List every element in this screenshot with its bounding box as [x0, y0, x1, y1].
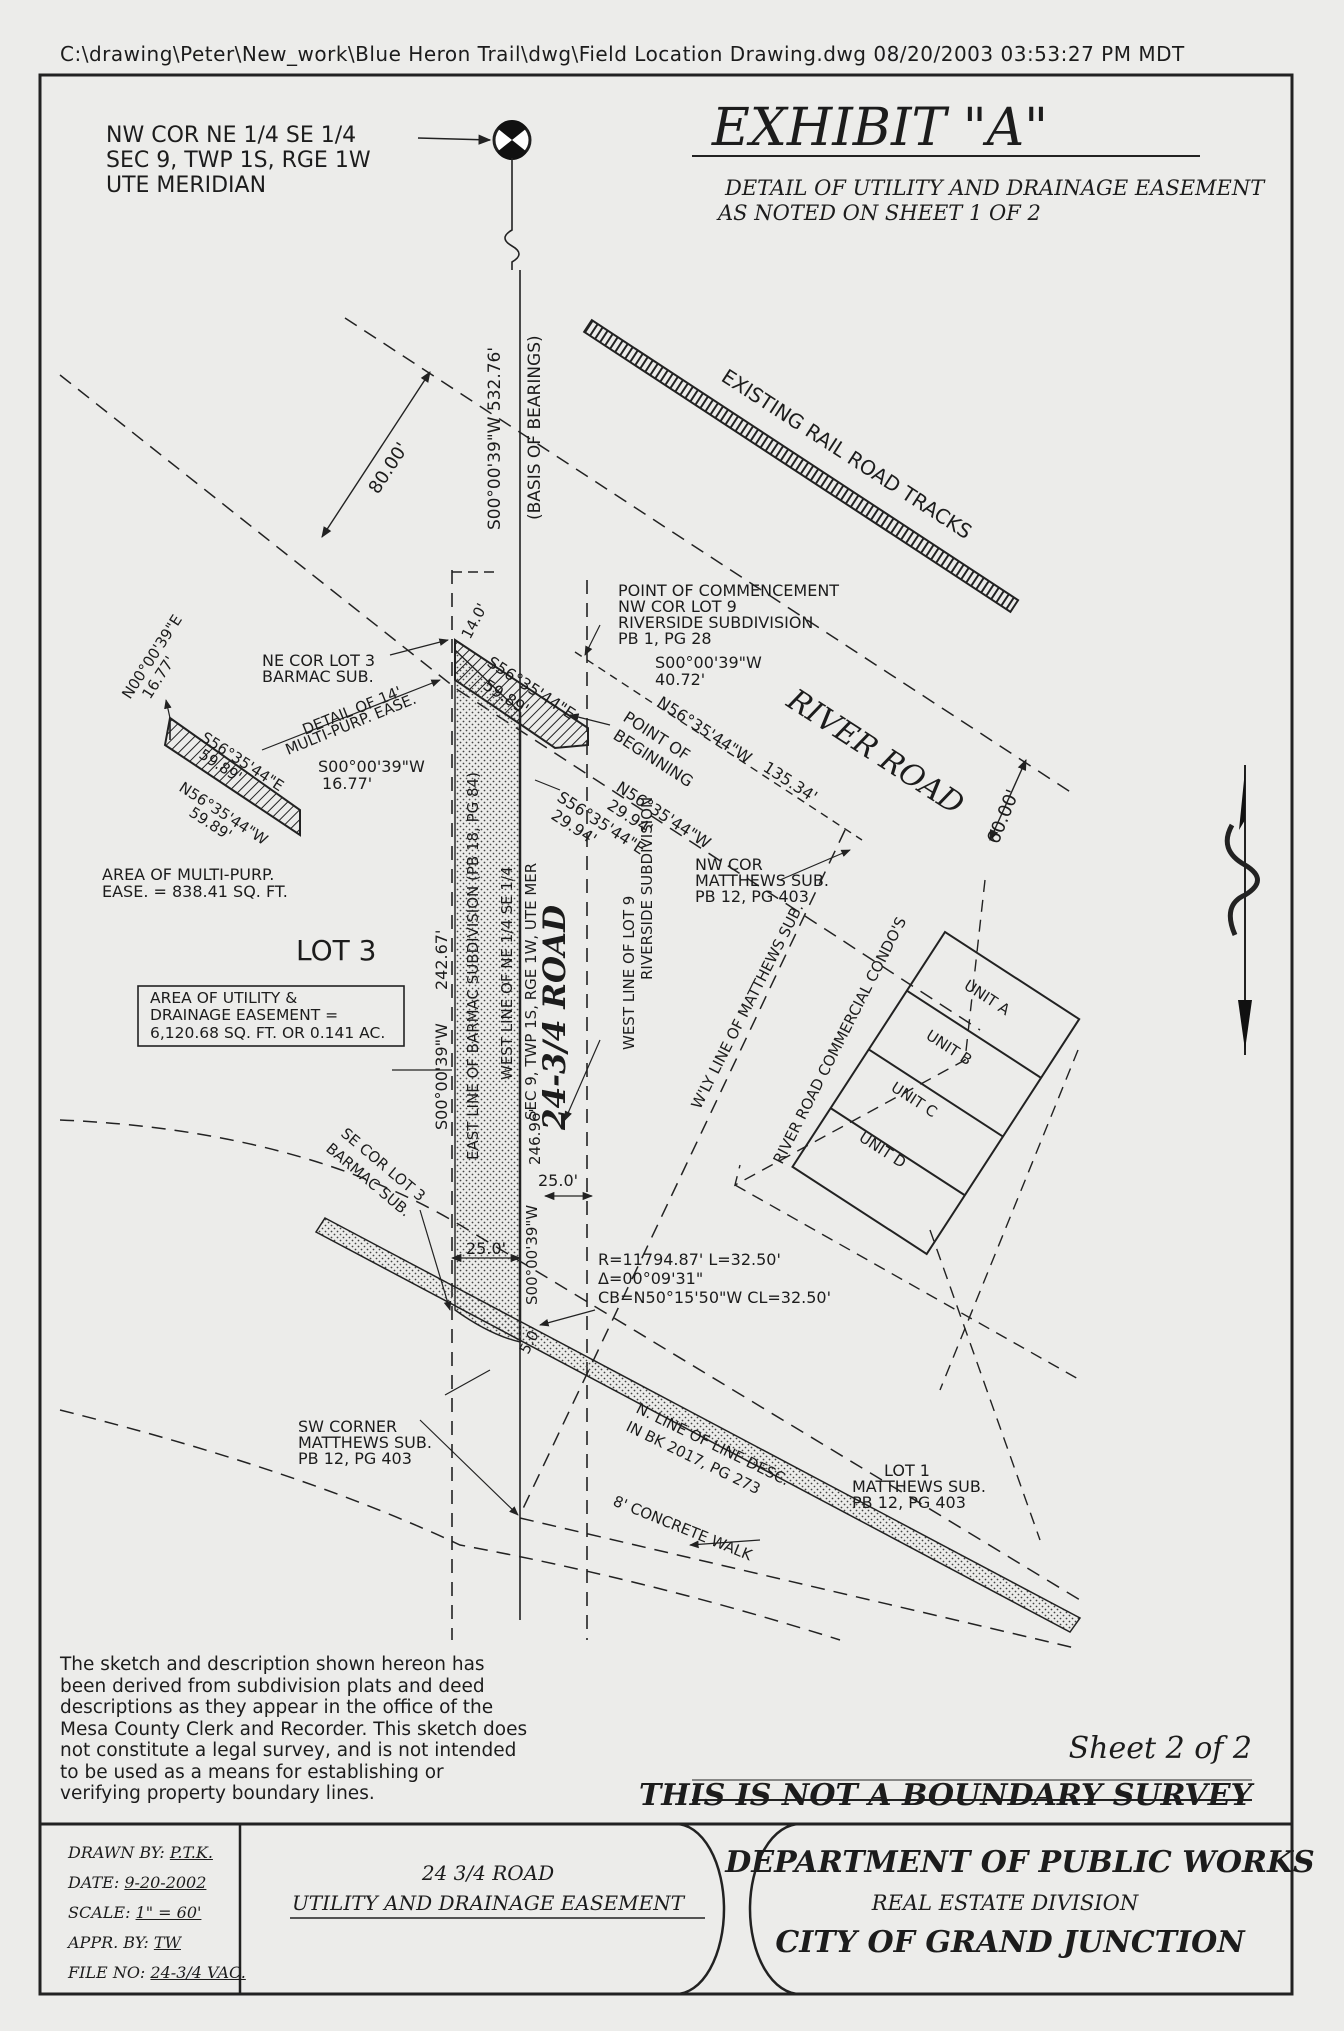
dim-basis-bearing: S00°00'39"W 532.76' — [485, 347, 505, 530]
north-arrow-icon — [1224, 765, 1260, 1055]
rail-road-tracks — [582, 318, 1020, 614]
scale-value: 1" = 60' — [135, 1903, 202, 1922]
multi-purpose-easement-area — [454, 638, 589, 750]
detail-s00: S00°00'39"W — [318, 757, 425, 776]
dim-s00-west: S00°00'39"W — [523, 1205, 541, 1305]
break-line-icon — [504, 158, 520, 270]
corner-ref-line1: NW COR NE 1/4 SE 1/4 — [106, 123, 356, 148]
detail-area-1: AREA OF MULTI-PURP. — [102, 865, 274, 884]
dim-242: 242.67' — [432, 930, 451, 990]
basis-of-bearings-label: (BASIS OF BEARINGS) — [525, 335, 545, 520]
walk-label: 8' CONCRETE WALK — [611, 1492, 756, 1565]
west-lot9-1: WEST LINE OF LOT 9 — [620, 896, 638, 1050]
dim-s00-lot3: S00°00'39"W — [432, 1023, 451, 1130]
file-value: 24-3/4 VAC. — [150, 1963, 246, 1982]
pt-commence-4: PB 1, PG 28 — [618, 629, 712, 648]
area-box — [137, 985, 405, 1047]
project-line-2: UTILITY AND DRAINAGE EASEMENT — [292, 1891, 686, 1915]
disclaimer-note: The sketch and description shown hereon … — [60, 1654, 528, 1804]
area-box-2: DRAINAGE EASEMENT = — [150, 1006, 338, 1024]
pt-commence-1: POINT OF COMMENCEMENT — [618, 581, 839, 600]
ne-cor-lot3-1: NE COR LOT 3 — [262, 651, 375, 670]
sw-corner-1: SW CORNER — [298, 1417, 397, 1436]
drawn-by-label: DRAWN BY: — [68, 1843, 165, 1862]
appr-label: APPR. BY: — [68, 1933, 149, 1952]
condo-units — [791, 930, 1081, 1256]
detail-s00-len: 16.77' — [322, 774, 372, 793]
title-block-dept-cell — [748, 1822, 1294, 1996]
dept-line-1: DEPARTMENT OF PUBLIC WORKS — [724, 1845, 1314, 1880]
dim-14: 14.0' — [458, 600, 492, 642]
lot3-label: LOT 3 — [296, 934, 376, 967]
scale-label: SCALE: — [68, 1903, 131, 1922]
dim-n56-a-len: 135.34' — [760, 757, 821, 806]
drawn-by-value: P.T.K. — [169, 1843, 213, 1862]
section-corner-icon — [492, 119, 532, 161]
nw-cor-1: NW COR — [695, 855, 763, 874]
exhibit-subtitle-1: DETAIL OF UTILITY AND DRAINAGE EASEMENT — [724, 176, 1266, 200]
unit-b: UNIT B — [923, 1026, 975, 1069]
appr-row: APPR. BY: TW — [68, 1933, 181, 1952]
drawn-by-row: DRAWN BY: P.T.K. — [68, 1843, 213, 1862]
dim-25-a: 25.0' — [538, 1171, 578, 1190]
dim-25-b: 25.0' — [466, 1239, 506, 1258]
not-boundary-survey: THIS IS NOT A BOUNDARY SURVEY — [639, 1778, 1255, 1813]
dept-line-2: REAL ESTATE DIVISION — [871, 1891, 1139, 1915]
wly-line-label: W'LY LINE OF MATTHEWS SUB. — [688, 900, 808, 1112]
corner-ref-line3: UTE MERIDIAN — [106, 173, 266, 198]
dim-80: 80.00' — [365, 439, 413, 498]
exhibit-subtitle-2: AS NOTED ON SHEET 1 OF 2 — [716, 201, 1041, 225]
lot1-2: MATTHEWS SUB. — [852, 1477, 986, 1496]
curve-line-1: R=11794.87' L=32.50' — [598, 1250, 781, 1269]
pt-commence-3: RIVERSIDE SUBDIVISION — [618, 613, 813, 632]
file-path-header: C:\drawing\Peter\New_work\Blue Heron Tra… — [60, 42, 1185, 66]
sw-corner-2: MATTHEWS SUB. — [298, 1433, 432, 1452]
unit-a: UNIT A — [961, 976, 1014, 1019]
dim-s00-b: S00°00'39"W — [655, 653, 762, 672]
file-row: FILE NO: 24-3/4 VAC. — [68, 1963, 246, 1982]
area-box-3: 6,120.68 SQ. FT. OR 0.141 AC. — [150, 1024, 385, 1042]
ne-cor-lot3-2: BARMAC SUB. — [262, 667, 374, 686]
corner-ref-line2: SEC 9, TWP 1S, RGE 1W — [106, 148, 371, 173]
title-block-center-cell — [240, 1822, 726, 1996]
unit-c: UNIT C — [888, 1078, 941, 1121]
scale-row: SCALE: 1" = 60' — [68, 1903, 201, 1922]
curve-line-2: Δ=00°09'31" — [598, 1269, 703, 1288]
detail-area-2: EASE. = 838.41 SQ. FT. — [102, 882, 288, 901]
sheet-number: Sheet 2 of 2 — [1069, 1731, 1252, 1766]
east-line-label: EAST LINE OF BARMAC SUBDIVISION (PB 18, … — [464, 772, 482, 1160]
file-label: FILE NO: — [68, 1963, 146, 1982]
appr-value: TW — [153, 1933, 181, 1952]
road-name: 24-3/4 ROAD — [537, 905, 573, 1131]
sw-corner-3: PB 12, PG 403 — [298, 1449, 412, 1468]
west-line-ne: WEST LINE OF NE 1/4 SE 1/4 — [498, 867, 516, 1081]
dim-60: 60.00' — [983, 787, 1024, 847]
condos-label: RIVER ROAD COMMERCIAL CONDO'S — [770, 914, 911, 1167]
curve-line-3: CB=N50°15'50"W CL=32.50' — [598, 1288, 831, 1307]
nw-cor-2: MATTHEWS SUB. — [695, 871, 829, 890]
project-line-1: 24 3/4 ROAD — [421, 1861, 554, 1885]
dim-246: 246.96' — [526, 1108, 544, 1165]
easement-detail — [163, 716, 301, 837]
area-box-1: AREA OF UTILITY & — [150, 989, 297, 1007]
dept-line-3: CITY OF GRAND JUNCTION — [775, 1925, 1246, 1960]
date-value: 9-20-2002 — [124, 1873, 207, 1892]
lot1-3: PB 12, PG 403 — [852, 1493, 966, 1512]
date-row: DATE: 9-20-2002 — [68, 1873, 206, 1892]
lot1-1: LOT 1 — [884, 1461, 930, 1480]
nw-cor-3: PB 12, PG 403 — [695, 887, 809, 906]
dim-s00-b-len: 40.72' — [655, 670, 705, 689]
exhibit-title: EXHIBIT "A" — [711, 98, 1048, 158]
west-line-sec: SEC 9, TWP 1S, RGE 1W, UTE MER — [522, 863, 540, 1120]
concrete-walk — [314, 1217, 1082, 1633]
date-label: DATE: — [68, 1873, 120, 1892]
rail-road-label: EXISTING RAIL ROAD TRACKS — [717, 364, 976, 544]
pt-commence-2: NW COR LOT 9 — [618, 597, 737, 616]
west-lot9-2: RIVERSIDE SUBDIVISION — [638, 797, 656, 980]
unit-d: UNIT D — [856, 1128, 910, 1171]
